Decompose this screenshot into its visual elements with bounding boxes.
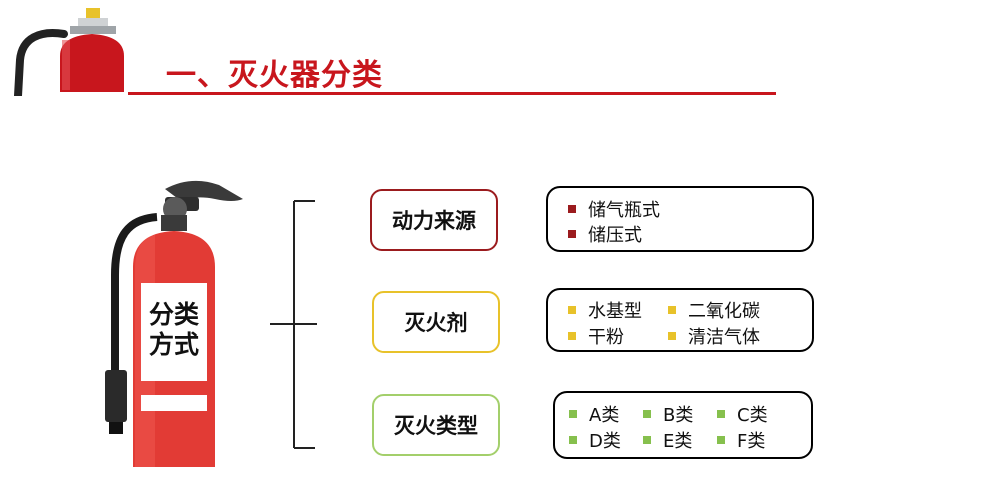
list-item: F类 [717, 427, 765, 453]
square-bullet-icon [569, 410, 577, 418]
square-bullet-icon [568, 306, 576, 314]
header-divider [128, 92, 776, 95]
list-item: 干粉 [568, 323, 624, 349]
square-bullet-icon [568, 205, 576, 213]
square-bullet-icon [643, 410, 651, 418]
square-bullet-icon [717, 436, 725, 444]
square-bullet-icon [569, 436, 577, 444]
bracket-connector [270, 200, 317, 449]
list-item: 二氧化碳 [668, 297, 760, 323]
list-item: E类 [643, 427, 692, 453]
list-item: D类 [569, 427, 621, 453]
fire-type-items-box: A类 B类 C类 D类 E类 F类 [553, 391, 813, 459]
extinguisher-header-icon [14, 8, 124, 96]
extinguishing-agent-items-box: 水基型 二氧化碳 干粉 清洁气体 [546, 288, 814, 352]
page-title: 一、灭火器分类 [166, 58, 383, 93]
list-item: B类 [643, 401, 693, 427]
list-item: 水基型 [568, 297, 642, 323]
category-power-source: 动力来源 [370, 189, 498, 251]
square-bullet-icon [643, 436, 651, 444]
list-item: C类 [717, 401, 768, 427]
category-fire-type: 灭火类型 [372, 394, 500, 456]
power-source-items-box: 储气瓶式 储压式 [546, 186, 814, 252]
category-extinguishing-agent: 灭火剂 [372, 291, 500, 353]
list-item: A类 [569, 401, 619, 427]
square-bullet-icon [668, 306, 676, 314]
extinguisher-label-panel [141, 283, 207, 381]
square-bullet-icon [717, 410, 725, 418]
list-item: 清洁气体 [668, 323, 760, 349]
list-item: 储气瓶式 [568, 196, 660, 222]
extinguisher-label-strip [141, 395, 207, 411]
square-bullet-icon [668, 332, 676, 340]
square-bullet-icon [568, 230, 576, 238]
square-bullet-icon [568, 332, 576, 340]
classification-method-label: 分类方式 [148, 300, 199, 359]
list-item: 储压式 [568, 221, 642, 247]
